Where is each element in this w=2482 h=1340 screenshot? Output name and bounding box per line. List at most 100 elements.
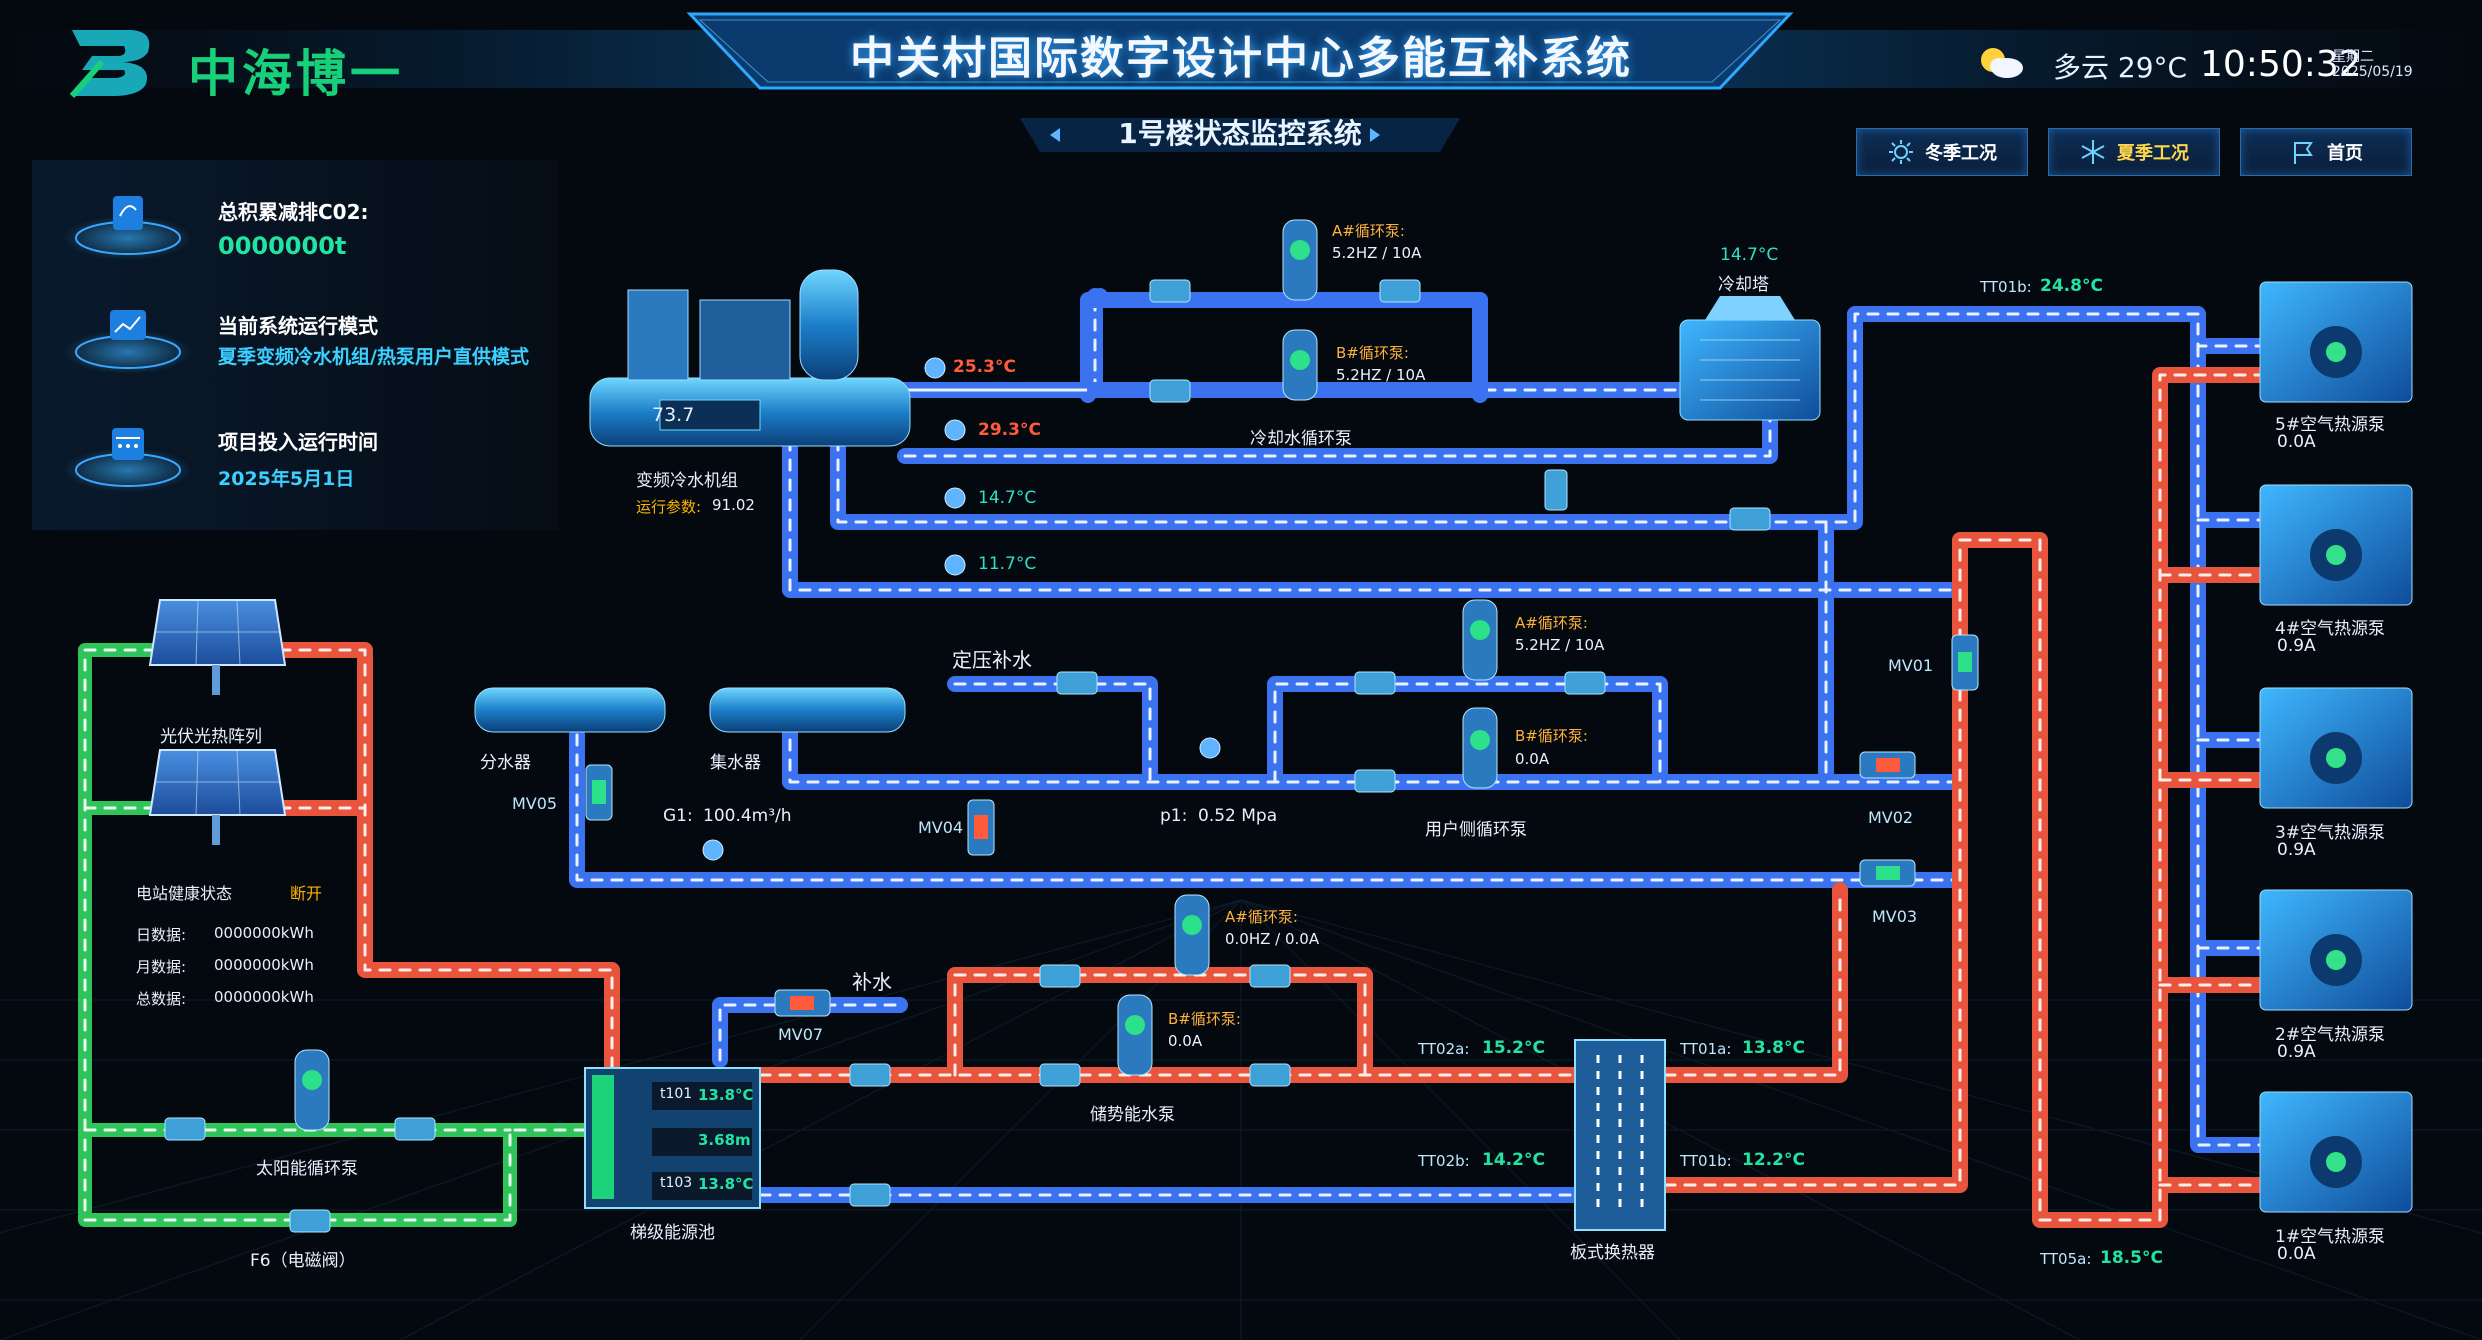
chiller-temp-3: 14.7°C bbox=[978, 488, 1037, 508]
sensor-tt02b-label: TT02b: bbox=[1418, 1152, 1470, 1170]
cooling-pump-a-label: A#循环泵: bbox=[1332, 222, 1405, 240]
user-pump-group: 用户侧循环泵 bbox=[1425, 820, 1527, 840]
p1-value: 0.52 Mpa bbox=[1198, 806, 1278, 826]
station-health-value: 断开 bbox=[290, 884, 323, 903]
month-data-label: 月数据: bbox=[136, 958, 187, 976]
sun-icon bbox=[1889, 140, 1913, 164]
sensor-tt01b-top-label: TT01b: bbox=[1980, 278, 2032, 296]
heat-pump-2-value: 0.9A bbox=[2277, 1042, 2316, 1062]
chiller-param-value: 91.02 bbox=[712, 496, 755, 514]
valve-mv07[interactable]: MV07 bbox=[778, 1025, 824, 1044]
heat-pump-3-name: 3#空气热源泵 bbox=[2275, 823, 2386, 843]
heat-pump-5-name: 5#空气热源泵 bbox=[2275, 415, 2386, 435]
cooling-pump-b-value: 5.2HZ / 10A bbox=[1336, 366, 1426, 384]
heat-pump-5-value: 0.0A bbox=[2277, 432, 2316, 452]
sensor-tt01a-value: 13.8°C bbox=[1742, 1038, 1805, 1058]
heat-pump-2-name: 2#空气热源泵 bbox=[2275, 1025, 2386, 1045]
chiller-param-label: 运行参数: bbox=[636, 498, 702, 516]
t101-label: t101 bbox=[660, 1086, 693, 1102]
flag-icon bbox=[2294, 142, 2313, 164]
valve-mv01[interactable]: MV01 bbox=[1888, 656, 1934, 675]
g1-label: G1: bbox=[663, 806, 693, 826]
chiller-display: 73.7 bbox=[652, 404, 695, 426]
sensor-tt02a-label: TT02a: bbox=[1418, 1040, 1470, 1058]
chiller-temp-4: 11.7°C bbox=[978, 554, 1037, 574]
t101-value: 13.8°C bbox=[698, 1086, 754, 1104]
start-label: 项目投入运行时间 bbox=[218, 430, 378, 454]
heat-pump-1-name: 1#空气热源泵 bbox=[2275, 1227, 2386, 1247]
sensor-tt05a-label: TT05a: bbox=[2040, 1250, 2092, 1268]
makeup-water-label: 补水 bbox=[852, 970, 892, 994]
sensor-tt05a-value: 18.5°C bbox=[2100, 1248, 2163, 1268]
co2-value: 0000000t bbox=[218, 232, 347, 260]
supply-header-label: 分水器 bbox=[480, 753, 531, 773]
return-header-label: 集水器 bbox=[710, 753, 761, 773]
day-data-label: 日数据: bbox=[136, 926, 187, 944]
mode-value: 夏季变频冷水机组/热泵用户直供模式 bbox=[218, 346, 529, 368]
day-data-value: 0000000kWh bbox=[214, 924, 314, 942]
pool-level-value: 3.68m bbox=[698, 1131, 751, 1149]
valve-mv05[interactable]: MV05 bbox=[512, 794, 558, 813]
storage-pump-b-label: B#循环泵: bbox=[1168, 1010, 1241, 1028]
cooling-tower bbox=[1679, 296, 1821, 421]
nav-winter-label: 冬季工况 bbox=[1925, 143, 1997, 164]
weekday: 星期二 bbox=[2332, 49, 2374, 65]
cooling-pump-b-label: B#循环泵: bbox=[1336, 344, 1409, 362]
solar-array-label: 光伏光热阵列 bbox=[160, 727, 262, 747]
co2-icon bbox=[58, 186, 198, 266]
chiller-temp-1: 25.3°C bbox=[953, 357, 1016, 377]
solenoid-valve-label[interactable]: F6（电磁阀） bbox=[250, 1251, 356, 1271]
cooling-tower-name: 冷却塔 bbox=[1718, 275, 1769, 295]
sensor-tt01b-top-value: 24.8°C bbox=[2040, 276, 2103, 296]
clock-time: 10:50:32 bbox=[2200, 44, 2362, 85]
heat-pump-3-value: 0.9A bbox=[2277, 840, 2316, 860]
total-data-value: 0000000kWh bbox=[214, 988, 314, 1006]
user-pump-b-value: 0.0A bbox=[1515, 750, 1550, 768]
heat-pump-4-value: 0.9A bbox=[2277, 636, 2316, 656]
sensor-tt01b-label: TT01b: bbox=[1680, 1152, 1732, 1170]
sensor-tt02b-value: 14.2°C bbox=[1482, 1150, 1545, 1170]
date: 2025/05/19 bbox=[2332, 64, 2413, 80]
p1-label: p1: bbox=[1160, 806, 1188, 826]
station-health-label: 电站健康状态 bbox=[136, 884, 233, 903]
calendar-icon bbox=[58, 418, 198, 498]
t103-label: t103 bbox=[660, 1175, 693, 1191]
nav-home-label: 首页 bbox=[2327, 143, 2363, 164]
co2-label: 总积累减排C02: bbox=[218, 200, 369, 224]
user-pump-a-label: A#循环泵: bbox=[1515, 614, 1588, 632]
valve-mv03[interactable]: MV03 bbox=[1872, 907, 1918, 926]
storage-pump-group: 储势能水泵 bbox=[1090, 1105, 1175, 1125]
cooling-tower-temp: 14.7°C bbox=[1720, 245, 1779, 265]
snowflake-icon bbox=[2081, 140, 2105, 164]
month-data-value: 0000000kWh bbox=[214, 956, 314, 974]
nav-winter-mode[interactable]: 冬季工况 bbox=[1856, 128, 2028, 176]
chart-icon bbox=[58, 300, 198, 380]
weather-icon bbox=[1975, 44, 2025, 80]
g1-value: 100.4m³/h bbox=[703, 806, 792, 826]
nav-summer-label: 夏季工况 bbox=[2117, 143, 2189, 164]
nav-home[interactable]: 首页 bbox=[2240, 128, 2412, 176]
t103-value: 13.8°C bbox=[698, 1175, 754, 1193]
weather-text: 多云 29°C bbox=[2053, 51, 2188, 84]
sensor-tt01a-label: TT01a: bbox=[1680, 1040, 1732, 1058]
nav-summer-mode[interactable]: 夏季工况 bbox=[2048, 128, 2220, 176]
cooling-pump-a-value: 5.2HZ / 10A bbox=[1332, 244, 1422, 262]
energy-pool-label: 梯级能源池 bbox=[630, 1223, 715, 1243]
chiller-name: 变频冷水机组 bbox=[636, 471, 738, 491]
page-title: 中关村国际数字设计中心多能互补系统 bbox=[850, 33, 1632, 84]
solar-pump-label: 太阳能循环泵 bbox=[256, 1159, 358, 1179]
chiller-temp-2: 29.3°C bbox=[978, 420, 1041, 440]
valve-mv02[interactable]: MV02 bbox=[1868, 808, 1914, 827]
storage-pump-b-value: 0.0A bbox=[1168, 1032, 1203, 1050]
heat-pump-1-value: 0.0A bbox=[2277, 1244, 2316, 1264]
sensor-tt02a-value: 15.2°C bbox=[1482, 1038, 1545, 1058]
valve-mv04[interactable]: MV04 bbox=[918, 818, 964, 837]
storage-pump-a-value: 0.0HZ / 0.0A bbox=[1225, 930, 1320, 948]
heat-pump-4-name: 4#空气热源泵 bbox=[2275, 619, 2386, 639]
pressure-makeup-label: 定压补水 bbox=[952, 648, 1032, 672]
brand-name: 中海博一 bbox=[188, 45, 404, 103]
start-value: 2025年5月1日 bbox=[218, 468, 355, 490]
total-data-label: 总数据: bbox=[136, 990, 187, 1008]
chiller-unit bbox=[589, 269, 911, 447]
